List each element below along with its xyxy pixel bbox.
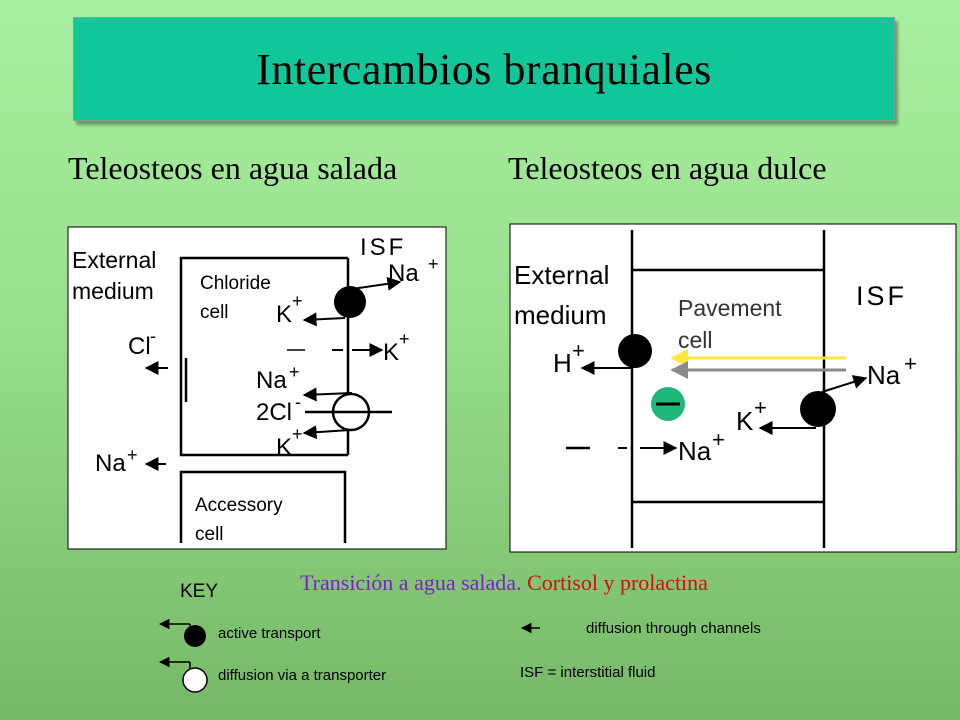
pavement-cell-label-1: Pavement: [678, 295, 782, 321]
right-pump-h: [618, 334, 652, 368]
ion-k-2-charge: +: [399, 329, 410, 349]
key-transporter-icon: [182, 667, 208, 693]
title-banner: Intercambios branquiales: [73, 17, 895, 121]
key-channels-label: diffusion through channels: [586, 620, 761, 637]
key-legend: [158, 618, 540, 693]
right-panel: [509, 223, 957, 553]
subtitle-salt-water: Teleosteos en agua salada: [68, 150, 398, 186]
key-heading: KEY: [180, 581, 219, 602]
ion-na-right: Na: [867, 360, 901, 390]
page-title: Intercambios branquiales: [256, 44, 712, 94]
pavement-cell-label-2: cell: [678, 327, 713, 353]
key-active-transport-label: active transport: [218, 625, 321, 642]
ion-na-top-charge: +: [428, 254, 439, 274]
ion-na-mid-charge: +: [289, 362, 300, 382]
right-external-label-1: External: [514, 260, 609, 290]
ion-na-bottom-right-charge: +: [712, 427, 725, 452]
right-pump-na-k: [800, 391, 836, 427]
ion-na-right-charge: +: [904, 351, 917, 376]
ion-2cl-charge: -: [295, 392, 301, 412]
chloride-cell-label-1: Chloride: [200, 273, 271, 294]
ion-k-1-charge: +: [292, 291, 303, 311]
right-isf-label: ISF: [856, 281, 907, 311]
key-active-transport-icon: [184, 625, 206, 647]
chloride-cell-outline: [179, 256, 348, 457]
left-panel: [67, 226, 447, 550]
ion-na-mid: Na: [256, 367, 287, 394]
accessory-cell-label-2: cell: [195, 524, 224, 545]
ion-cl-out: Cl: [128, 333, 151, 360]
accessory-cell-label-1: Accessory: [195, 495, 283, 516]
ion-h-charge: +: [572, 338, 585, 363]
left-external-label-2: medium: [72, 278, 154, 304]
caption-hormones: Cortisol y prolactina: [527, 570, 708, 595]
accessory-cell-outline: [179, 470, 347, 543]
ion-2cl: 2Cl: [256, 399, 292, 426]
key-transporter-label: diffusion via a transporter: [218, 667, 387, 684]
chloride-cell-label-2: cell: [200, 302, 229, 323]
ion-na-bottom: Na: [95, 450, 126, 477]
ion-k-3: K: [276, 434, 292, 461]
ion-na-bottom-right: Na: [678, 436, 712, 466]
right-diagram: External medium ISF Pavement cell H + Na…: [509, 223, 957, 553]
caption-transition: Transición a agua salada.: [300, 570, 522, 595]
ion-k-3-charge: +: [292, 424, 303, 444]
subtitle-fresh-water: Teleosteos en agua dulce: [508, 150, 827, 186]
ion-h: H: [553, 348, 572, 378]
ion-k-right-charge: +: [754, 395, 767, 420]
left-diagram: External medium ISF Chloride cell Access…: [67, 226, 447, 550]
right-external-label-2: medium: [514, 300, 606, 330]
left-external-label-1: External: [72, 247, 156, 273]
caption: Transición a agua salada. Cortisol y pro…: [300, 570, 708, 596]
ion-cl-out-charge: -: [150, 326, 156, 346]
ion-na-bottom-charge: +: [127, 445, 138, 465]
left-pump-active: [334, 286, 366, 318]
ion-k-1: K: [276, 301, 292, 328]
ion-na-top: Na: [388, 260, 419, 287]
key-isf-definition: ISF = interstitial fluid: [520, 664, 656, 681]
ion-k-right: K: [736, 406, 754, 436]
ion-k-2: K: [383, 339, 399, 366]
left-isf-label: ISF: [360, 234, 406, 261]
